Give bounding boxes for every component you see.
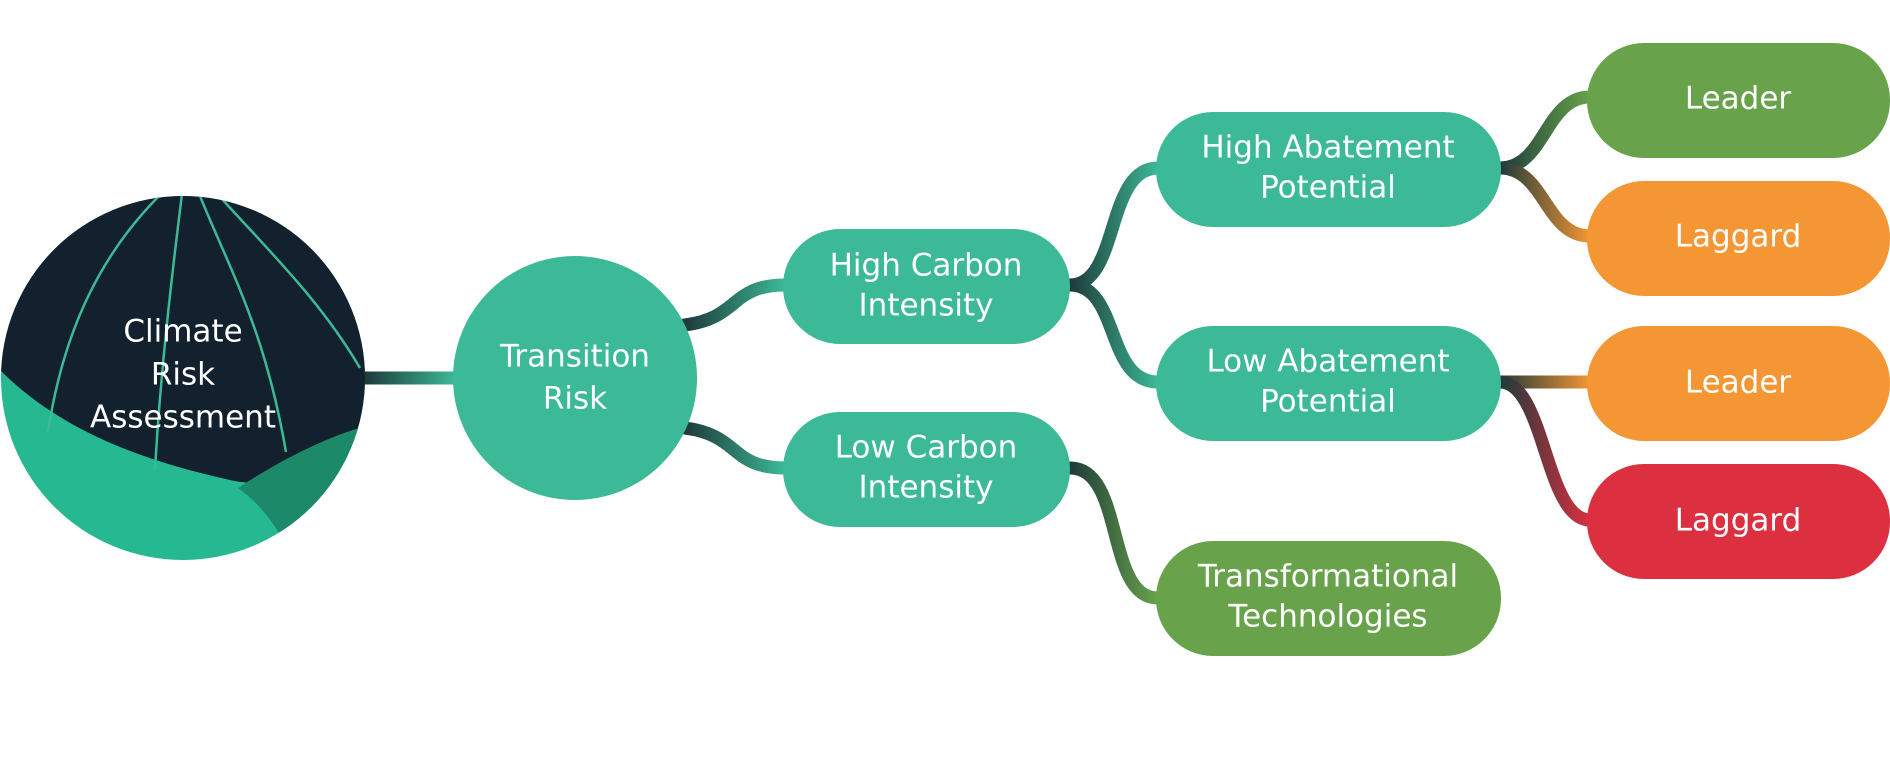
node-transformational-technologies: Transformational Technologies [1156, 541, 1501, 656]
node-leader-low-abatement: Leader [1587, 326, 1890, 441]
high-abatement-label-line2: Potential [1260, 170, 1396, 206]
connectors [358, 90, 1597, 605]
high-carbon-label-line2: Intensity [859, 288, 994, 324]
root-label-line1: Climate [123, 314, 242, 350]
high-carbon-label-line1: High Carbon [830, 248, 1023, 284]
node-high-abatement-potential: High Abatement Potential [1156, 112, 1501, 227]
connector-low-carbon-transformational [1063, 461, 1165, 605]
node-laggard-low-abatement: Laggard [1587, 464, 1890, 579]
connector-transition-high-carbon [678, 278, 792, 332]
node-leader-high-abatement: Leader [1587, 43, 1890, 158]
connector-low-abatement-laggard [1493, 375, 1597, 527]
node-low-carbon-intensity: Low Carbon Intensity [783, 412, 1070, 527]
low-carbon-label-line2: Intensity [859, 470, 994, 506]
laggard-1-label: Laggard [1675, 219, 1802, 255]
connector-high-abatement-leader [1493, 90, 1597, 175]
node-laggard-high-abatement: Laggard [1587, 181, 1890, 296]
leader-1-label: Leader [1685, 81, 1792, 117]
connector-high-carbon-low-abatement [1063, 278, 1165, 389]
root-label-line2: Risk [151, 357, 215, 393]
node-climate-risk-assessment: Climate Risk Assessment [1, 196, 365, 560]
laggard-2-label: Laggard [1675, 503, 1802, 539]
globe-meridians [46, 196, 362, 471]
root-label-line3: Assessment [90, 400, 276, 436]
node-low-abatement-potential: Low Abatement Potential [1156, 326, 1501, 441]
node-high-carbon-intensity: High Carbon Intensity [783, 229, 1070, 344]
connector-high-carbon-high-abatement [1063, 161, 1165, 292]
low-carbon-label-line1: Low Carbon [835, 430, 1018, 466]
transformational-label-line2: Technologies [1227, 599, 1427, 635]
leader-2-label: Leader [1685, 365, 1792, 401]
low-abatement-label-line1: Low Abatement [1206, 344, 1449, 380]
low-abatement-label-line2: Potential [1260, 384, 1396, 420]
transition-risk-label-line2: Risk [543, 381, 607, 417]
high-abatement-label-line1: High Abatement [1201, 130, 1454, 166]
connector-high-abatement-laggard [1493, 161, 1597, 243]
transition-risk-label-line1: Transition [499, 339, 650, 375]
node-transition-risk: Transition Risk [453, 256, 697, 500]
transformational-label-line1: Transformational [1197, 559, 1458, 595]
connector-transition-low-carbon [678, 421, 792, 475]
